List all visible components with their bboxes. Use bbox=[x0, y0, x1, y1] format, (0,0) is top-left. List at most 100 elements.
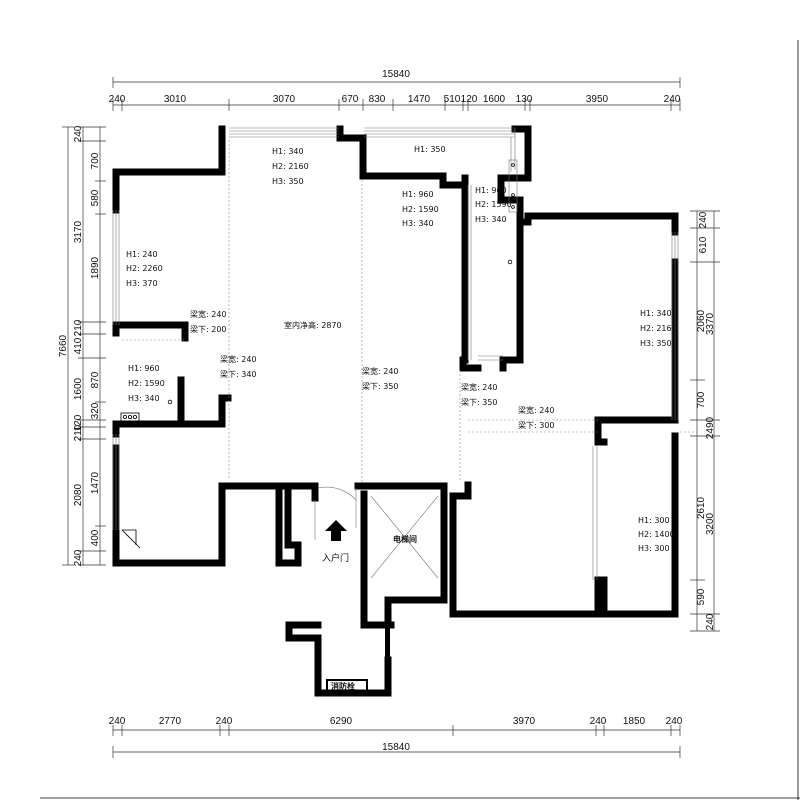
height-labels: H1: 340 H2: 2160 H3: 350 H1: 350 H1: 960… bbox=[126, 145, 677, 553]
entrance-arrow-icon bbox=[325, 520, 347, 541]
left-outer-dim-2: 3170 bbox=[73, 220, 84, 243]
left-outer-dim-6: 120 bbox=[73, 414, 84, 431]
left-inner-dim-7: 400 bbox=[90, 529, 101, 546]
h-label-17: H1: 960 bbox=[128, 364, 160, 373]
beam-4-under: 梁下: 350 bbox=[461, 398, 498, 407]
left-outer-dim-4: 410 bbox=[73, 337, 84, 354]
right-inner-dim-2: 700 bbox=[696, 391, 707, 408]
entrance-label: 入户门 bbox=[322, 552, 349, 564]
left-inner-dim-6: 1470 bbox=[90, 471, 101, 494]
fire-hydrant-label: 消防栓 bbox=[331, 681, 355, 691]
h-label-19: H3: 340 bbox=[128, 394, 160, 403]
fire-hydrant-cabinet bbox=[326, 628, 390, 693]
bottom-dimensions: 240 2770 240 6290 3970 240 1850 240 1584… bbox=[109, 716, 683, 758]
top-dim-8: 120 bbox=[461, 94, 478, 105]
right-outer-dim-3: 3370 bbox=[705, 312, 716, 335]
left-outer-dim-7: 210 bbox=[73, 424, 84, 441]
left-inner-dim-4: 870 bbox=[90, 371, 101, 388]
beam-1-width: 梁宽: 240 bbox=[190, 309, 227, 319]
vanity-fixture bbox=[120, 412, 140, 422]
h-label-4: H1: 350 bbox=[414, 145, 446, 154]
right-outer-dim-1: 240 bbox=[698, 211, 709, 228]
h-label-13: H3: 370 bbox=[126, 279, 158, 288]
bottom-dim-4: 6290 bbox=[330, 716, 353, 727]
right-inner-dim-3: 2610 bbox=[696, 496, 707, 519]
bottom-dim-3: 240 bbox=[216, 716, 233, 727]
bottom-dim-5: 3970 bbox=[513, 716, 536, 727]
h-label-3: H3: 350 bbox=[272, 177, 304, 186]
left-outer-dim-8: 2080 bbox=[73, 483, 84, 506]
left-outer-dim-9: 240 bbox=[73, 549, 84, 566]
beam-1-under: 梁下: 200 bbox=[190, 325, 227, 334]
beam-5-width: 梁宽: 240 bbox=[518, 405, 555, 415]
left-inner-dim-5: 320 bbox=[90, 402, 101, 419]
right-outer-dim-4: 2490 bbox=[705, 416, 716, 439]
h-label-12: H2: 2260 bbox=[126, 264, 163, 273]
top-dim-3: 3070 bbox=[273, 94, 296, 105]
kitchen-counter bbox=[508, 159, 518, 213]
left-outer-dim-1: 240 bbox=[73, 125, 84, 142]
bottom-dim-8: 240 bbox=[666, 716, 683, 727]
beam-4-width: 梁宽: 240 bbox=[461, 382, 498, 392]
left-outer-dim-5: 1600 bbox=[73, 377, 84, 400]
beam-3-under: 梁下: 350 bbox=[362, 382, 399, 391]
top-dim-2: 3010 bbox=[164, 94, 187, 105]
bottom-dim-1: 240 bbox=[109, 716, 126, 727]
h-label-1: H1: 340 bbox=[272, 147, 304, 156]
bottom-dim-6: 240 bbox=[590, 716, 607, 727]
bottom-dim-2: 2770 bbox=[159, 716, 182, 727]
top-dim-7: 510 bbox=[444, 94, 461, 105]
top-total-dim: 15840 bbox=[382, 69, 410, 80]
h-label-2: H2: 2160 bbox=[272, 162, 309, 171]
bottom-dim-7: 1850 bbox=[623, 716, 646, 727]
left-inner-dim-1: 700 bbox=[90, 152, 101, 169]
top-dim-9: 1600 bbox=[483, 94, 506, 105]
top-dim-12: 240 bbox=[664, 94, 681, 105]
h-label-15: H2: 2160 bbox=[640, 324, 677, 333]
ceiling-height-label: 室内净高: 2870 bbox=[284, 320, 342, 330]
h-label-18: H2: 1590 bbox=[128, 379, 165, 388]
left-outer-dim-3: 210 bbox=[73, 319, 84, 336]
right-inner-dim-4: 590 bbox=[696, 588, 707, 605]
h-label-20: H1: 300 bbox=[638, 516, 670, 525]
h-label-6: H2: 1590 bbox=[402, 205, 439, 214]
beam-5-under: 梁下: 300 bbox=[518, 421, 555, 430]
windows bbox=[112, 127, 679, 580]
entrance-door bbox=[314, 486, 357, 541]
left-dimensions: 7660 240 3170 210 410 1600 120 210 2080 … bbox=[58, 125, 106, 566]
h-label-9: H2: 1590 bbox=[475, 200, 512, 209]
left-inner-dim-3: 1890 bbox=[90, 256, 101, 279]
top-dim-10: 130 bbox=[516, 94, 533, 105]
top-dim-1: 240 bbox=[109, 94, 126, 105]
window-bedroom-mid bbox=[467, 185, 503, 361]
corner-fixture bbox=[122, 529, 137, 545]
right-outer-dim-6: 240 bbox=[705, 613, 716, 630]
h-label-14: H1: 340 bbox=[640, 309, 672, 318]
window-left-wall bbox=[112, 210, 120, 530]
bottom-total-dim: 15840 bbox=[382, 742, 410, 753]
h-label-7: H3: 340 bbox=[402, 219, 434, 228]
window-top-mid bbox=[364, 127, 516, 172]
right-inner-dim-1: 2060 bbox=[696, 309, 707, 332]
h-label-8: H1: 960 bbox=[475, 186, 507, 195]
top-dim-5: 830 bbox=[369, 94, 386, 105]
walls bbox=[112, 125, 679, 697]
h-label-21: H2: 1400 bbox=[638, 530, 675, 539]
top-dim-6: 1470 bbox=[408, 94, 431, 105]
beam-3-width: 梁宽: 240 bbox=[362, 366, 399, 376]
beam-2-under: 梁下: 340 bbox=[220, 370, 257, 379]
window-right-wall bbox=[592, 232, 679, 580]
h-label-5: H1: 960 bbox=[402, 190, 434, 199]
top-dim-11: 3950 bbox=[586, 94, 609, 105]
h-label-16: H3: 350 bbox=[640, 339, 672, 348]
beam-2-width: 梁宽: 240 bbox=[220, 354, 257, 364]
right-dimensions: 240 610 3370 2490 3200 240 2060 700 2610… bbox=[690, 210, 720, 632]
top-dimensions: 15840 240 3010 3070 670 830 1470 510 120… bbox=[109, 69, 681, 111]
beams bbox=[122, 140, 700, 482]
h-label-11: H1: 240 bbox=[126, 250, 158, 259]
h-label-22: H3: 300 bbox=[638, 544, 670, 553]
beam-labels: 梁宽: 240 梁下: 200 梁宽: 240 梁下: 340 梁宽: 240 … bbox=[190, 309, 555, 430]
floor-drain-icon bbox=[167, 399, 173, 405]
